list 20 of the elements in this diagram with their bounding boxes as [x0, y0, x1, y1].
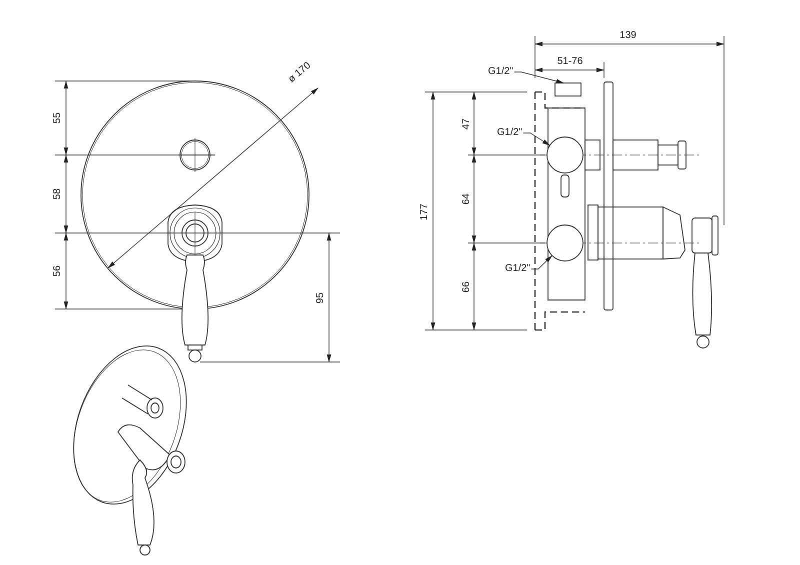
leader-line	[530, 255, 552, 270]
dimension-label: 177	[420, 204, 430, 220]
dimension-label: ø 170	[287, 60, 313, 86]
pipe-port	[546, 136, 584, 174]
dimension-label: 95	[316, 292, 326, 304]
leader-line	[522, 132, 550, 146]
thread-size-label: G1/2"	[488, 67, 514, 77]
leader-line	[514, 72, 564, 84]
dimension-label: 64	[462, 193, 472, 205]
dimension-label: 139	[620, 31, 636, 41]
pipe-inlet	[554, 82, 582, 96]
dimension-label: 56	[53, 265, 63, 277]
dimension-label: 51-76	[557, 57, 583, 67]
dimension-label: 47	[462, 118, 472, 130]
pipe-port	[546, 224, 584, 262]
thread-size-label: G1/2"	[497, 128, 522, 138]
thread-size-label: G1/2"	[505, 264, 530, 274]
dimension-label: 58	[53, 188, 63, 200]
dimension-label: 66	[462, 281, 472, 293]
dimension-label: 55	[53, 112, 63, 124]
